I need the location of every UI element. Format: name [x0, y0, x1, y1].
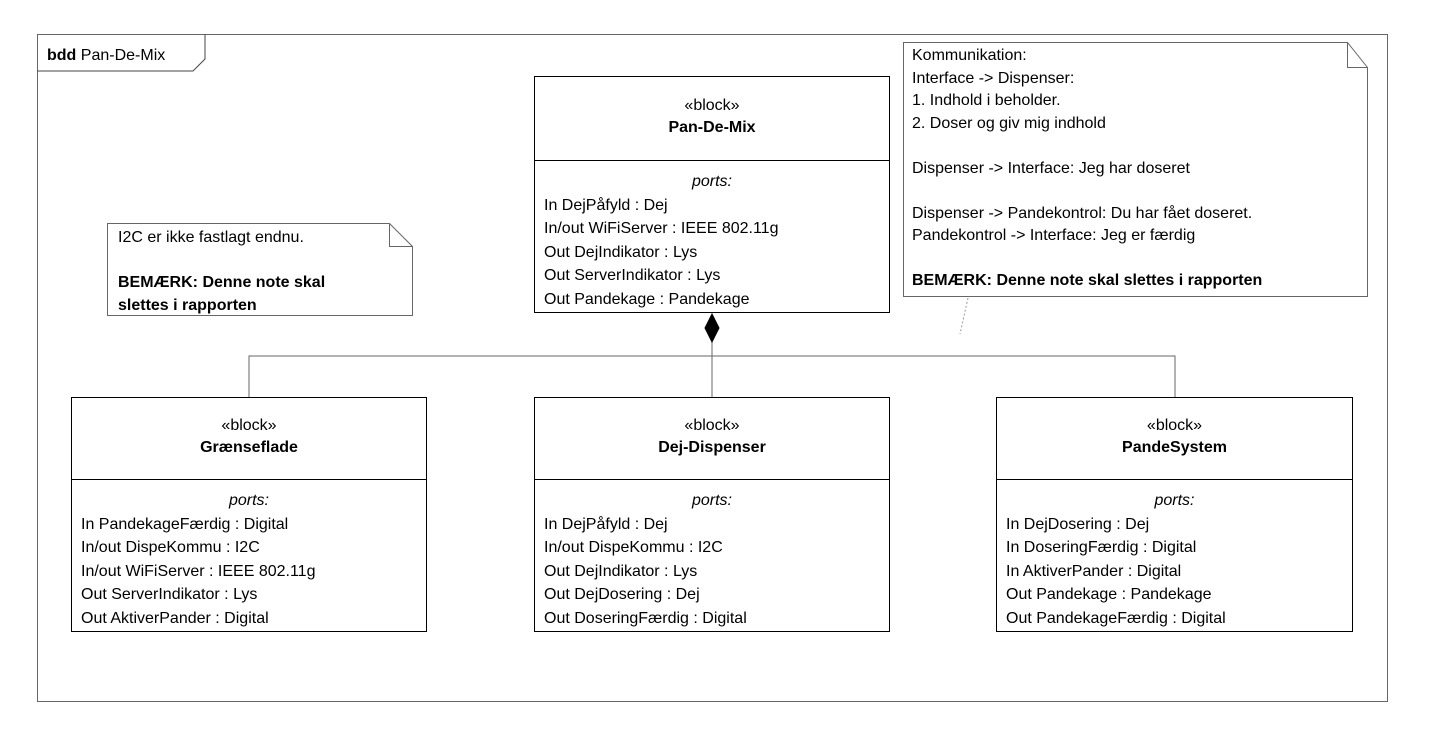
note-kommunikation-line: 1. Indhold i beholder.: [912, 92, 1061, 109]
block-name: Grænseflade: [200, 439, 298, 456]
block-header: «block» PandeSystem: [997, 398, 1352, 480]
note-i2c-line: slettes i rapporten: [118, 296, 257, 314]
port-item: Out ServerIndikator : Lys: [81, 586, 258, 603]
block-ports: ports: In DejDosering : Dej In DoseringF…: [997, 489, 1352, 630]
block-pan-de-mix: «block» Pan-De-Mix ports: In DejPåfyld :…: [534, 76, 890, 313]
block-ports: ports: In DejPåfyld : Dej In/out DispeKo…: [535, 489, 889, 630]
block-graenseflade: «block» Grænseflade ports: In PandekageF…: [71, 397, 427, 632]
frame-keyword: bdd: [47, 47, 77, 64]
port-item: In AktiverPander : Digital: [1006, 562, 1182, 580]
port-item: In/out WiFiServer : IEEE 802.11g: [81, 562, 316, 580]
frame-tab: [37, 34, 206, 72]
ports-label: ports:: [691, 173, 732, 190]
note-i2c-line: [118, 250, 325, 273]
block-name: Dej-Dispenser: [658, 439, 766, 456]
port-item: In/out DispeKommu : I2C: [81, 539, 260, 556]
port-item: In/out WiFiServer : IEEE 802.11g: [544, 220, 779, 237]
note-anchor-line: [959, 297, 969, 335]
block-name: Pan-De-Mix: [668, 119, 756, 136]
block-dej-dispenser: «block» Dej-Dispenser ports: In DejPåfyl…: [534, 397, 890, 632]
block-ports: ports: In DejPåfyld : Dej In/out WiFiSer…: [535, 170, 889, 311]
composition-line-graenseflade: [248, 341, 713, 397]
note-kommunikation-line: Interface -> Dispenser:: [912, 69, 1075, 87]
port-item: In DejPåfyld : Dej: [544, 515, 668, 533]
note-i2c-shape: [107, 223, 413, 316]
ports-label: ports:: [1154, 492, 1195, 509]
note-kommunikation-line: [912, 248, 1262, 271]
block-header: «block» Dej-Dispenser: [535, 398, 889, 480]
note-kommunikation-line: Pandekontrol -> Interface: Jeg er færdig: [912, 227, 1196, 244]
composition-line-pandesystem: [712, 355, 1176, 397]
block-ports: ports: In PandekageFærdig : Digital In/o…: [72, 489, 426, 630]
block-pandesystem: «block» PandeSystem ports: In DejDoserin…: [996, 397, 1353, 632]
note-kommunikation-line: Kommunikation:: [912, 47, 1027, 64]
note-kommunikation: Kommunikation: Interface -> Dispenser: 1…: [912, 45, 1262, 293]
port-item: In PandekageFærdig : Digital: [81, 515, 289, 533]
block-stereotype: «block»: [221, 417, 277, 434]
note-kommunikation-line: Dispenser -> Pandekontrol: Du har fået d…: [912, 204, 1253, 222]
port-item: Out DejIndikator : Lys: [544, 243, 698, 261]
diagram-frame: [37, 34, 1388, 702]
port-item: In DejDosering : Dej: [1006, 515, 1150, 533]
port-item: In/out DispeKommu : I2C: [544, 539, 723, 556]
port-item: Out Pandekage : Pandekage: [1006, 586, 1212, 603]
port-item: Out DejIndikator : Lys: [544, 562, 698, 580]
block-stereotype: «block»: [684, 97, 740, 114]
block-header: «block» Pan-De-Mix: [535, 77, 889, 161]
note-i2c-line: BEMÆRK: Denne note skal: [118, 274, 326, 291]
frame-label: bdd Pan-De-Mix: [47, 47, 165, 65]
port-item: In DejPåfyld : Dej: [544, 196, 668, 214]
note-kommunikation-line: 2. Doser og giv mig indhold: [912, 114, 1106, 132]
block-header: «block» Grænseflade: [72, 398, 426, 480]
port-item: Out DoseringFærdig : Digital: [544, 609, 747, 627]
block-name: PandeSystem: [1122, 439, 1227, 456]
port-item: Out DejDosering : Dej: [544, 586, 700, 603]
port-item: Out ServerIndikator : Lys: [544, 267, 721, 284]
port-item: Out PandekageFærdig : Digital: [1006, 609, 1226, 627]
note-kommunikation-line: [912, 180, 1262, 203]
ports-label: ports:: [691, 492, 732, 509]
port-item: Out Pandekage : Pandekage: [544, 290, 750, 308]
frame-name: Pan-De-Mix: [80, 47, 166, 64]
block-stereotype: «block»: [684, 417, 740, 434]
note-i2c: I2C er ikke fastlagt endnu. BEMÆRK: Denn…: [118, 227, 325, 317]
port-item: In DoseringFærdig : Digital: [1006, 539, 1197, 556]
composition-diamond: [704, 312, 720, 344]
block-stereotype: «block»: [1146, 417, 1203, 434]
note-kommunikation-shape: [903, 42, 1368, 297]
note-kommunikation-line: BEMÆRK: Denne note skal slettes i rappor…: [912, 272, 1263, 289]
port-item: Out AktiverPander : Digital: [81, 609, 269, 627]
note-kommunikation-line: Dispenser -> Interface: Jeg har doseret: [912, 159, 1190, 177]
ports-label: ports:: [228, 492, 269, 509]
note-kommunikation-line: [912, 135, 1262, 158]
note-i2c-line: I2C er ikke fastlagt endnu.: [118, 229, 304, 246]
